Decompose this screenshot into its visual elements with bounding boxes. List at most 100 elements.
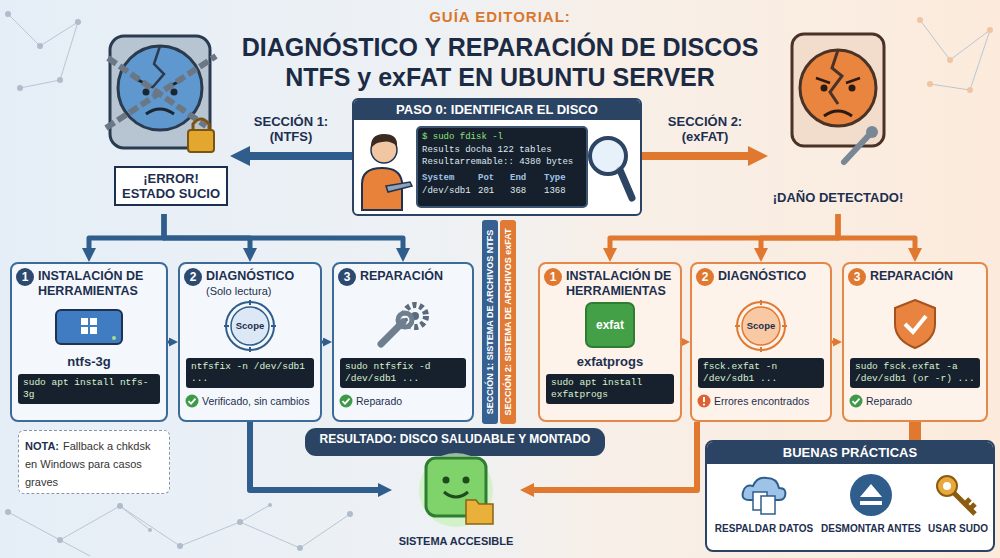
shield-icon-part xyxy=(895,300,935,348)
status-text: Verificado, sin cambios xyxy=(202,394,316,408)
note-box: NOTA:Fallback a chkdsk en Windows para c… xyxy=(18,430,170,494)
network-decor-part xyxy=(927,81,933,87)
text-slot: SECCIÓN 1: SISTEMA DE ARCHIVOS NTFS xyxy=(484,230,496,414)
table-cell: 368 xyxy=(510,186,526,197)
network-decor-part xyxy=(117,503,123,509)
practice-item: USAR SUDO xyxy=(925,468,991,548)
table-header: Type xyxy=(544,173,566,184)
text-slot: ¡DAÑO DETECTADO! xyxy=(768,190,908,206)
healthy-disk-illustration-part xyxy=(466,500,493,524)
text-slot: exfat xyxy=(585,317,635,333)
shield-icon-part xyxy=(905,316,926,332)
text-slot: fsck.exfat -n /dev/sdb1 ... xyxy=(698,358,824,388)
text-slot: ntfs-3g xyxy=(12,354,166,370)
exfat-logo-part xyxy=(586,303,634,347)
locked-disk-illustration-part xyxy=(146,109,174,114)
text-slot: INSTALACIÓN DE HERRAMIENTAS xyxy=(566,269,678,299)
step-heading: INSTALACIÓN DE HERRAMIENTAS xyxy=(566,269,678,299)
damaged-disk-illustration-part xyxy=(824,111,852,116)
eject-icon-part xyxy=(850,474,892,516)
connector-arrow xyxy=(838,214,915,254)
user-illustration xyxy=(356,124,416,210)
network-decor-part xyxy=(947,57,953,63)
connector-arrow xyxy=(682,341,685,344)
backup-icon-part xyxy=(761,496,775,514)
drive-icon-part xyxy=(56,310,122,344)
damaged-disk-illustration-part xyxy=(830,50,842,104)
text-slot: 201 xyxy=(478,186,494,197)
check-icon-part xyxy=(186,395,199,408)
practice-item: DESMONTAR ANTES xyxy=(819,468,923,548)
step-heading: REPARACIÓN xyxy=(360,269,470,284)
command-line: sudo fsck.exfat -a /dev/sdb1 (or -r) ... xyxy=(850,358,980,388)
healthy-disk-illustration-part xyxy=(463,477,470,484)
text-slot: Reparado xyxy=(866,394,982,408)
text-slot: DIAGNÓSTICO xyxy=(718,269,828,284)
network-decor-part xyxy=(57,537,63,543)
text-slot: sudo apt install exfatprogs xyxy=(546,374,674,404)
healthy-disk-illustration-part xyxy=(444,492,468,497)
table-header: Pot xyxy=(478,173,494,184)
terminal-command: $ sudo fdisk -l xyxy=(422,132,503,143)
drive-icon xyxy=(54,304,124,350)
text-slot: 3 xyxy=(848,268,866,286)
check-icon xyxy=(339,394,353,408)
error-icon-part xyxy=(703,404,705,406)
shield-icon xyxy=(893,298,937,350)
healthy-disk-illustration xyxy=(414,452,498,528)
check-icon xyxy=(849,394,863,408)
text-slot: GUÍA EDITORIAL: xyxy=(300,8,700,26)
text-slot: Scope xyxy=(224,319,276,333)
section-band: SECCIÓN 2: SISTEMA DE ARCHIVOS exFAT xyxy=(500,220,516,424)
network-decor-part xyxy=(75,19,81,25)
text-slot: Verificado, sin cambios xyxy=(202,394,316,408)
damaged-disk-illustration-part xyxy=(816,78,860,83)
text-slot: 1 xyxy=(544,268,562,286)
step-subtitle: (Solo lectura) xyxy=(206,285,318,298)
terminal-window-part xyxy=(417,127,587,207)
connector-arrow xyxy=(89,214,164,254)
text-slot: sudo fsck.exfat -a /dev/sdb1 (or -r) ... xyxy=(850,358,980,388)
text-slot: BUENAS PRÁCTICAS xyxy=(707,442,993,464)
user-illustration-part xyxy=(371,134,397,148)
tool-name: exfatprogs xyxy=(540,354,680,370)
locked-disk-illustration-part xyxy=(106,56,216,128)
step-box: 1INSTALACIÓN DE HERRAMIENTASntfs-3gsudo … xyxy=(10,262,168,422)
network-decor-part xyxy=(917,17,993,93)
text-slot: 2 xyxy=(184,268,202,286)
edge-label: SECCIÓN 1: (NTFS) xyxy=(241,114,341,144)
text-slot: Reparado xyxy=(356,394,468,408)
damaged-disk-illustration-part xyxy=(844,134,870,162)
practices-panel: RESPALDAR DATOS DESMONTAR ANTES USAR SUD… xyxy=(705,440,995,552)
key-icon-part xyxy=(954,493,975,514)
tools-icon xyxy=(373,298,433,350)
command-line: ntfsfix -n /dev/sdb1 ... xyxy=(186,358,314,388)
result-disk: SISTEMA ACCESIBLE xyxy=(392,452,520,554)
step-heading: DIAGNÓSTICO xyxy=(718,269,828,284)
callout-number: 2 xyxy=(184,268,202,286)
callout-number: 1 xyxy=(16,268,34,286)
healthy-disk-illustration-part xyxy=(443,477,450,484)
text-slot: exfatprogs xyxy=(540,354,680,370)
text-slot: SECCIÓN 1: (NTFS) xyxy=(241,114,341,144)
text-slot: USAR SUDO xyxy=(925,522,991,535)
damaged-disk-illustration-part xyxy=(800,50,876,126)
network-decor-part xyxy=(987,27,993,33)
text-slot: RESPALDAR DATOS xyxy=(711,522,817,535)
table-header: System xyxy=(422,173,454,184)
key-icon-part xyxy=(943,482,951,490)
eject-icon-part xyxy=(860,484,882,497)
drive-icon-part xyxy=(112,336,116,340)
table-cell: 201 xyxy=(478,186,494,197)
network-decor-part xyxy=(917,17,923,23)
text-slot: ntfsfix -n /dev/sdb1 ... xyxy=(186,358,314,388)
callout-number: 2 xyxy=(696,268,714,286)
check-icon-part xyxy=(853,399,860,404)
connector-arrow xyxy=(832,341,837,344)
connector-arrow xyxy=(610,214,838,254)
network-decor-part xyxy=(17,85,23,91)
connector-arrow xyxy=(164,214,250,254)
step-box: 3REPARACIÓNsudo ntfsfix -d /dev/sdb1 ...… xyxy=(332,262,474,422)
